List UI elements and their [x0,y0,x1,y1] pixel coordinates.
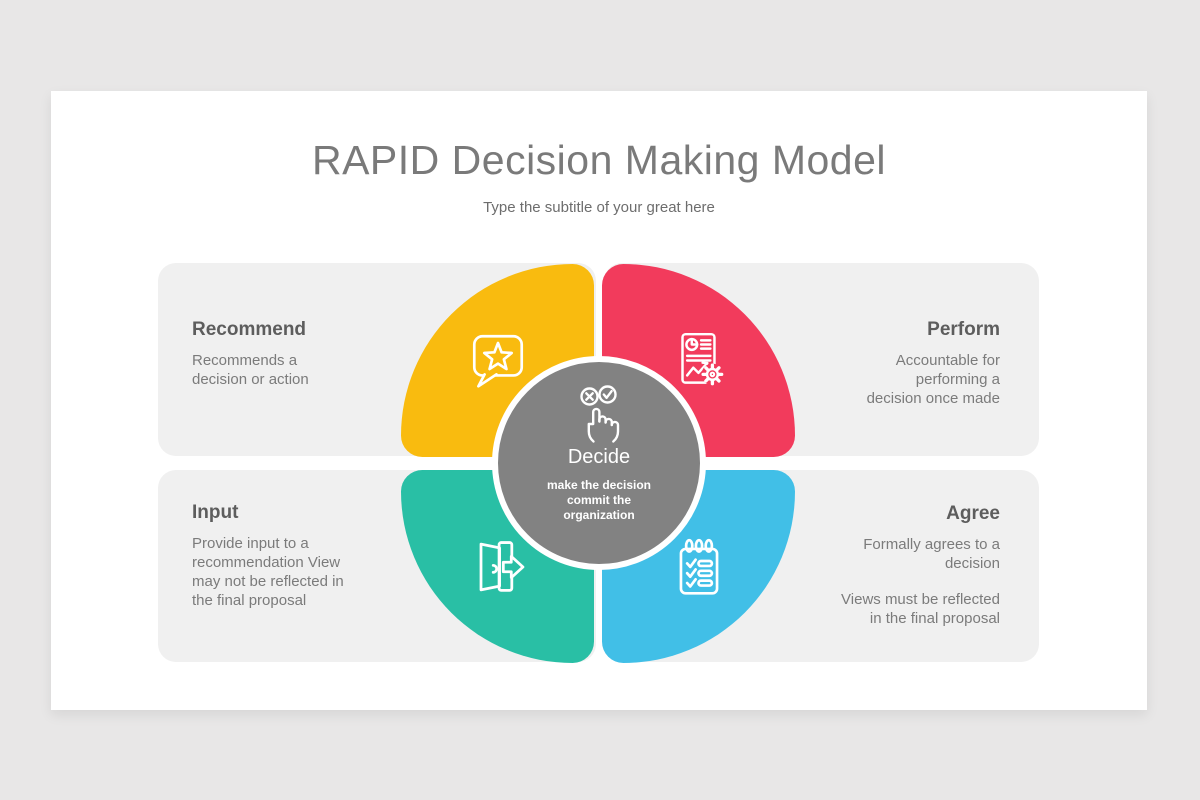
tap-choice-hand-icon [580,385,620,443]
input-description: Provide input to a recommendation View m… [192,535,344,609]
agree-text-block: Agree Formally agrees to a decision View… [770,502,1000,628]
door-exit-arrow-icon [479,540,524,592]
page-subtitle: Type the subtitle of your great here [483,199,715,216]
slide-canvas: RAPID Decision Making Model Type the sub… [51,91,1147,710]
decide-circle: Decide make the decision commit the orga… [492,356,706,570]
decide-description: make the decision commit the organizatio… [546,478,652,522]
star-speech-bubble-icon [472,334,523,388]
perform-text-block: Perform Accountable for performing a dec… [770,318,1000,408]
checklist-notepad-icon [679,538,718,595]
recommend-description: Recommends a decision or action [192,352,309,388]
perform-heading: Perform [927,319,1000,340]
report-chart-gear-icon [680,332,723,385]
agree-heading: Agree [946,503,1000,524]
input-text-block: Input Provide input to a recommendation … [192,501,422,610]
input-heading: Input [192,502,239,523]
recommend-text-block: Recommend Recommends a decision or actio… [192,318,422,389]
agree-description: Formally agrees to a decision [863,536,1000,572]
page-title: RAPID Decision Making Model [311,137,887,183]
decide-title: Decide [567,446,631,468]
perform-description: Accountable for performing a decision on… [866,352,1000,407]
recommend-heading: Recommend [192,319,307,340]
agree-description-2: Views must be reflected in the final pro… [841,591,1000,627]
